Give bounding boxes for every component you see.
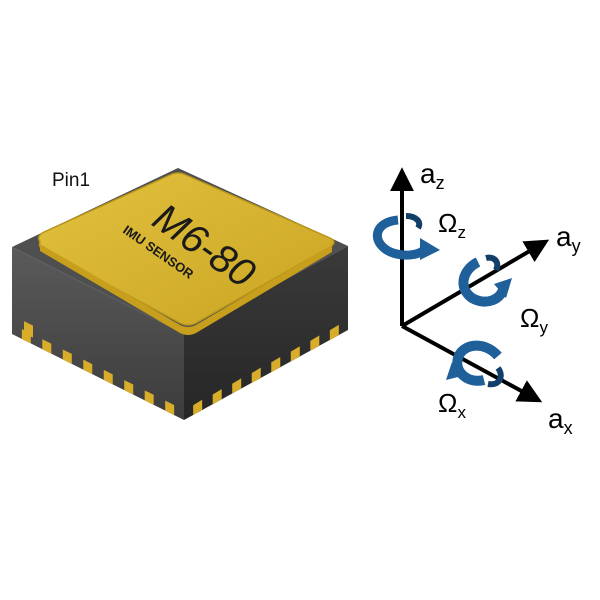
chip-pad xyxy=(193,399,203,416)
chip-pads-right-row xyxy=(193,324,339,416)
chip-pad xyxy=(310,335,320,351)
axes-diagram: az ay ax Ωz Ωy Ωx xyxy=(372,158,581,438)
chip-pads-left-row xyxy=(21,328,175,416)
rotation-y-icon xyxy=(458,254,512,307)
chip-pad xyxy=(144,390,154,405)
chip-pad xyxy=(21,328,31,344)
gyro-x-label: Ωx xyxy=(438,388,466,422)
y-axis-line xyxy=(400,239,550,328)
chip-pad xyxy=(42,339,52,354)
chip-pad xyxy=(124,380,134,395)
chip-pad xyxy=(329,324,339,341)
chip-pad xyxy=(251,367,261,384)
accel-y-label: ay xyxy=(556,221,581,256)
accel-z-label: az xyxy=(420,158,445,193)
chip-right-face xyxy=(184,246,348,420)
x-axis-line xyxy=(401,324,543,403)
chip-pad xyxy=(62,349,72,364)
rotation-x-icon xyxy=(446,340,504,388)
chip-pad xyxy=(290,346,300,362)
rotation-z-icon xyxy=(372,213,440,260)
imu-chip: M6-80 IMU SENSOR xyxy=(12,168,348,420)
chip-pad xyxy=(232,378,242,394)
chip-pad xyxy=(271,356,281,373)
pin1-label: Pin1 xyxy=(52,170,91,191)
gyro-z-label: Ωz xyxy=(438,208,466,242)
chip-pad xyxy=(83,359,93,375)
chip-left-face xyxy=(12,247,184,420)
gyro-y-label: Ωy xyxy=(520,303,548,337)
chip-pad xyxy=(103,369,113,385)
chip-pad xyxy=(212,389,222,405)
accel-x-label: ax xyxy=(548,403,573,438)
chip-pad xyxy=(165,400,175,416)
